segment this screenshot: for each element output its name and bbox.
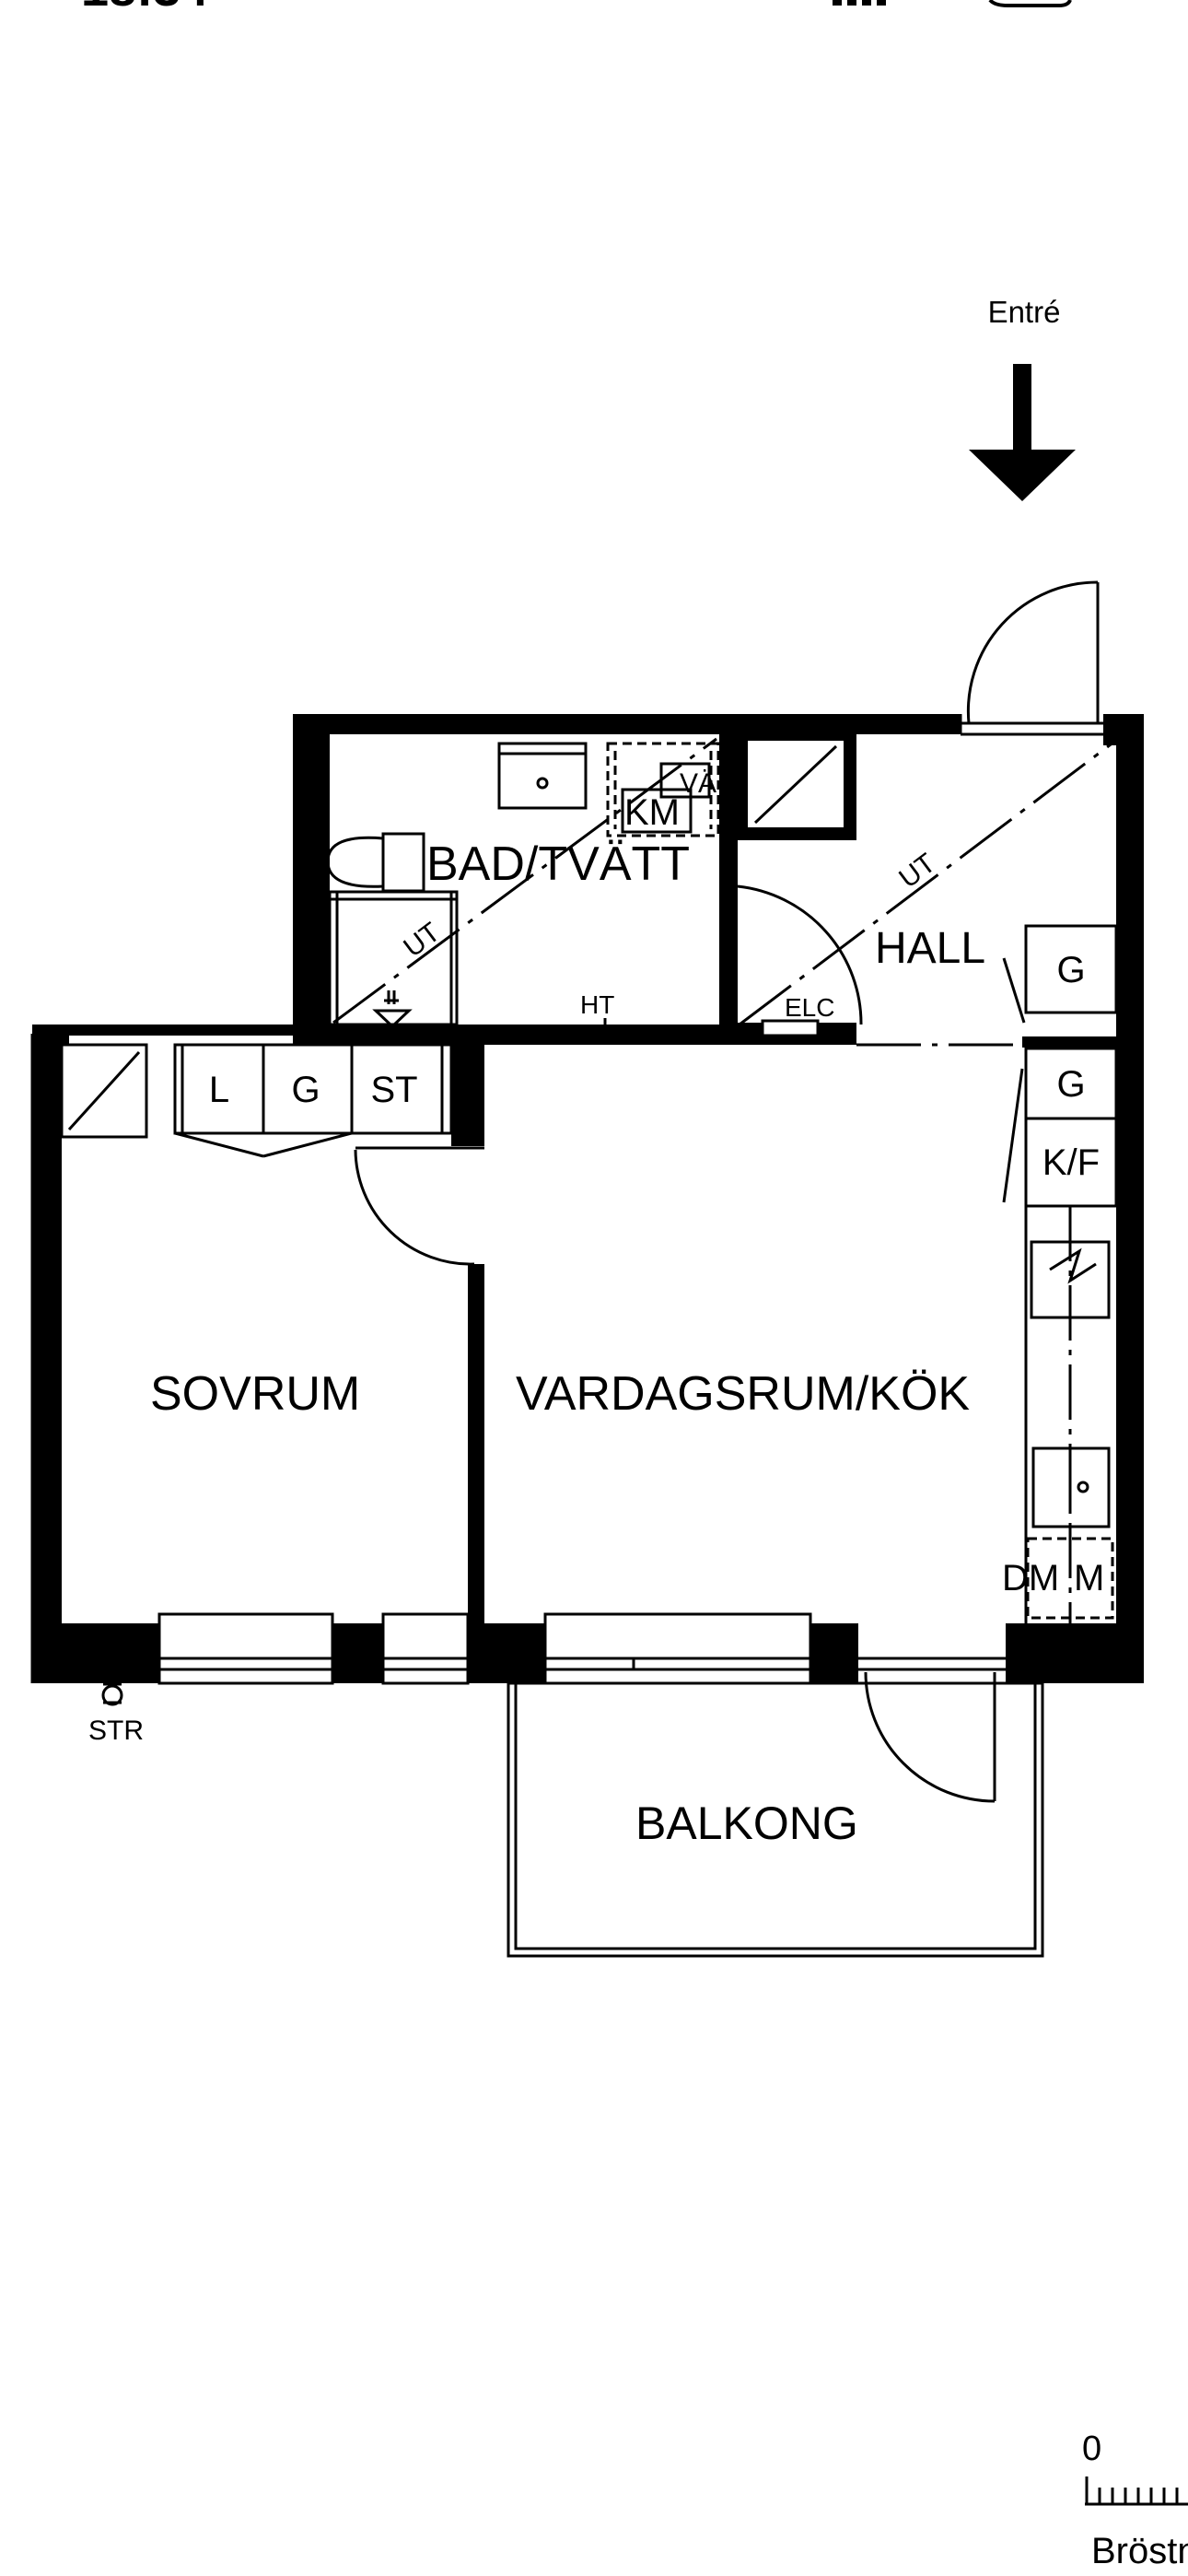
status-bar: 18:34 [81, 0, 1072, 17]
wall-bed-top2 [32, 1025, 548, 1036]
shower-area [328, 890, 459, 1026]
entrance-door-swing [966, 580, 1099, 724]
entrance-arrow-shaft [1013, 364, 1031, 461]
window-bedroom-2 [381, 1612, 470, 1685]
scale-zero: 0 [1082, 2430, 1101, 2468]
wall-bottom-5 [1006, 1623, 1144, 1683]
elc-box [761, 1019, 820, 1037]
shaft-box [735, 728, 856, 840]
wall-bath-left [293, 714, 330, 1027]
bedroom-door-swing [354, 1149, 475, 1266]
wall-bottom-4 [810, 1623, 858, 1683]
thin-lines [30, 580, 1103, 1958]
wall-right-outer [1116, 714, 1144, 1683]
fixture-l: L [209, 1070, 229, 1110]
closet-row [173, 1043, 453, 1135]
wall-partition-bottom [468, 1264, 484, 1628]
fixture-km: KM [624, 792, 680, 833]
bath-ceiling-line [332, 737, 717, 1025]
bathroom-door-swing [737, 884, 863, 1025]
bathroom-sink [497, 742, 588, 810]
fixture-ht: HT [580, 990, 614, 1019]
room-label-balkong: BALKONG [635, 1797, 858, 1849]
stove [1030, 1240, 1111, 1319]
window-bedroom-1 [157, 1612, 334, 1685]
fixture-g-hall: G [1056, 950, 1085, 990]
hall [735, 728, 1118, 1208]
wall-right-inner [1022, 1036, 1116, 1048]
floor-drain-icon [372, 1009, 413, 1029]
wall-bottom-2 [332, 1623, 383, 1683]
entrance-marker: Entré [969, 295, 1076, 501]
bedroom-shaft [60, 1043, 148, 1139]
room-label-vardagsrum: VARDAGSRUM/KÖK [516, 1367, 970, 1421]
wall-bottom-1 [32, 1623, 159, 1683]
window-living [543, 1612, 812, 1685]
kitchen-sink [1031, 1446, 1111, 1528]
dishwasher-microwave [1026, 1537, 1114, 1620]
fixture-g-kitchen: G [1056, 1064, 1085, 1105]
kitchen-run [1024, 1206, 1114, 1623]
room-label-sovrum: SOVRUM [150, 1367, 360, 1421]
bathroom [326, 737, 720, 1029]
fixture-str: STR [88, 1715, 144, 1746]
signal-bars-icon [833, 0, 886, 6]
fixture-m: M [1074, 1558, 1104, 1598]
hall-ceiling-line [739, 740, 1115, 1026]
fixture-dm: DM [1002, 1558, 1059, 1598]
toilet [326, 836, 385, 888]
hall-closet-g [1024, 924, 1118, 1014]
str-outlet-icon [101, 1682, 123, 1706]
room-label-hall: HALL [875, 924, 985, 973]
scale-label: Bröstn [1091, 2531, 1188, 2571]
room-label-bad: BAD/TVÄTT [426, 837, 690, 891]
laundry-units [606, 742, 720, 837]
battery-icon [988, 0, 1072, 7]
wall-top-left [293, 714, 961, 734]
fixture-elc: ELC [785, 993, 834, 1022]
fixture-g-closet: G [291, 1070, 320, 1110]
fixture-kf: K/F [1042, 1142, 1100, 1183]
wall-bottom-3 [468, 1623, 545, 1683]
fixture-st: ST [370, 1070, 417, 1110]
entrance-label: Entré [988, 295, 1061, 329]
wall-partition-top [451, 1045, 484, 1146]
fixture-ut-bad: UT [398, 917, 446, 963]
wall-bed-left [32, 1025, 62, 1683]
entrance-arrow-icon [969, 450, 1076, 501]
fixture-va: VÄ [680, 768, 716, 799]
bedroom-closets [60, 1043, 453, 1158]
scale-bar: 0 Bröstn [1082, 2430, 1188, 2571]
wall-bath-hall [719, 734, 738, 1043]
fixture-ut-hall: UT [893, 848, 941, 894]
status-time: 18:34 [81, 0, 208, 17]
scale-ticks [1085, 2476, 1188, 2506]
balcony-door-swing [864, 1671, 996, 1803]
labels: BAD/TVÄTT HALL SOVRUM VARDAGSRUM/KÖK BAL… [88, 768, 1104, 1849]
